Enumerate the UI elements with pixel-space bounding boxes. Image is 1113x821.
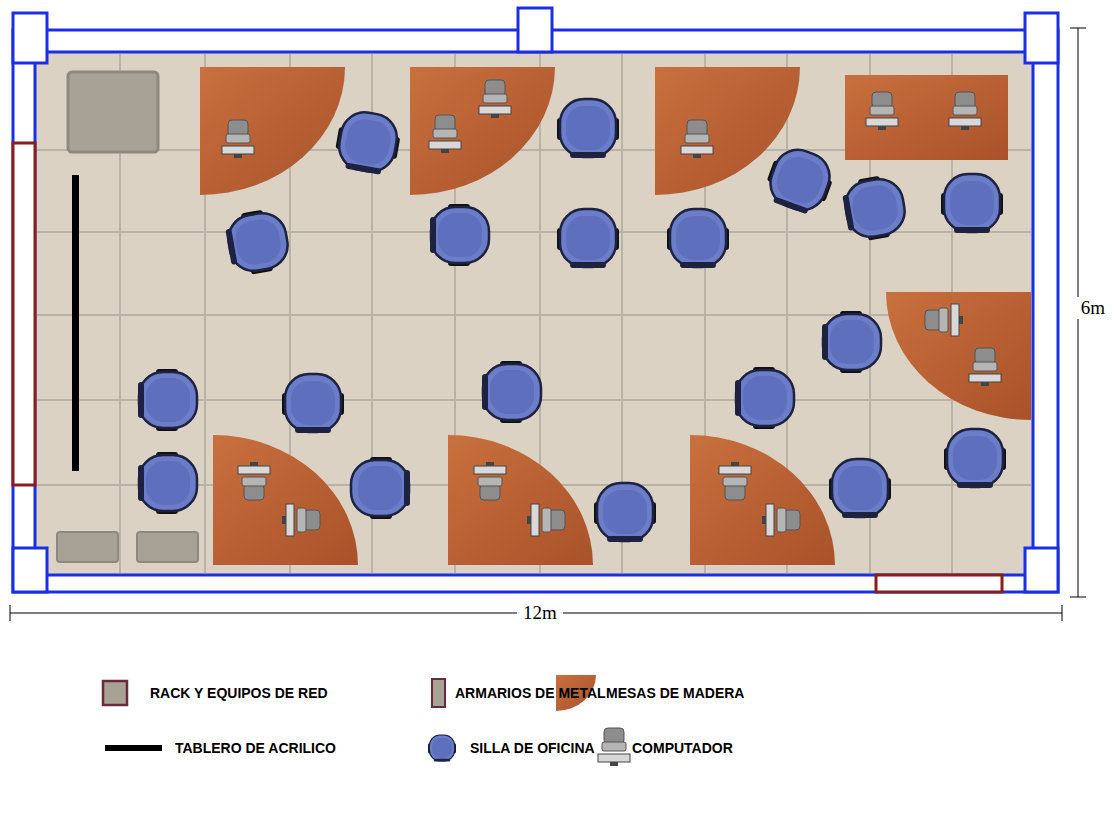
cabinet-icon xyxy=(432,679,445,707)
computer xyxy=(925,304,963,336)
office-chair xyxy=(944,429,1006,488)
computer xyxy=(762,504,800,536)
metal-cabinet xyxy=(137,532,198,562)
dimension-label: 6m xyxy=(1075,297,1111,319)
computer xyxy=(479,80,511,118)
window xyxy=(13,143,35,485)
office-chair xyxy=(761,142,839,219)
office-chair xyxy=(557,99,619,158)
computers xyxy=(222,80,1001,536)
dimension-tick xyxy=(1062,605,1063,621)
column xyxy=(518,8,552,52)
dimension-lines xyxy=(10,28,1086,621)
office-chair xyxy=(482,361,541,423)
desks xyxy=(200,67,1031,565)
wooden-desk xyxy=(845,75,1008,160)
office-chair xyxy=(138,369,197,431)
legend-label: SILLA DE OFICINA xyxy=(470,739,595,757)
column xyxy=(13,13,47,63)
column xyxy=(1025,548,1058,592)
computer xyxy=(866,92,898,130)
dimension-label: 12m xyxy=(517,602,563,624)
office-chair xyxy=(735,367,794,429)
computer xyxy=(282,504,320,536)
computer xyxy=(969,348,1001,386)
office-chair xyxy=(829,459,891,518)
office-chair xyxy=(594,483,656,542)
office-chair xyxy=(351,457,410,519)
legend-label: RACK Y EQUIPOS DE RED xyxy=(150,684,328,702)
computer xyxy=(719,462,751,500)
office-chair xyxy=(667,209,729,268)
legend-icons xyxy=(103,675,630,766)
network-rack xyxy=(68,72,158,152)
office-chair xyxy=(223,206,292,277)
office-chair xyxy=(822,311,881,373)
wooden-desk xyxy=(200,67,345,195)
dimension-tick xyxy=(10,605,11,621)
computer xyxy=(681,120,713,158)
rack-icon xyxy=(103,681,127,705)
computer xyxy=(474,462,506,500)
outer-wall xyxy=(13,30,1058,592)
door xyxy=(876,575,1002,592)
office-chair xyxy=(282,374,344,433)
office-chair xyxy=(557,209,619,268)
computer xyxy=(527,504,565,536)
computer xyxy=(238,462,270,500)
office-chair xyxy=(428,735,456,762)
wooden-desk xyxy=(886,292,1031,420)
dimension-tick xyxy=(1070,28,1086,29)
office-chair xyxy=(840,172,909,243)
inner-wall xyxy=(35,52,1033,575)
computer xyxy=(598,728,630,766)
office-chairs xyxy=(138,99,1006,542)
dimension-tick xyxy=(1070,597,1086,598)
computer xyxy=(949,92,981,130)
office-chair xyxy=(138,452,197,514)
legend-label: COMPUTADOR xyxy=(632,739,733,757)
computer xyxy=(222,120,254,158)
column xyxy=(1025,13,1058,63)
board-icon xyxy=(105,745,162,751)
legend-label: ARMARIOS DE METAL xyxy=(455,684,606,702)
computer xyxy=(429,115,461,153)
floor-grid xyxy=(37,54,1031,573)
wooden-desk xyxy=(448,435,593,565)
wooden-desk xyxy=(690,435,835,565)
office-chair xyxy=(332,108,403,177)
wooden-desk xyxy=(213,435,358,565)
floor-grid-line xyxy=(37,314,1031,316)
metal-cabinet xyxy=(57,532,118,562)
acrylic-board xyxy=(72,175,79,471)
legend-label: MESAS DE MADERA xyxy=(606,684,744,702)
column xyxy=(13,548,47,592)
legend-label: TABLERO DE ACRILICO xyxy=(175,739,336,757)
office-chair xyxy=(430,204,489,266)
wooden-desk xyxy=(410,67,555,195)
office-chair xyxy=(941,174,1003,233)
room xyxy=(13,8,1058,592)
